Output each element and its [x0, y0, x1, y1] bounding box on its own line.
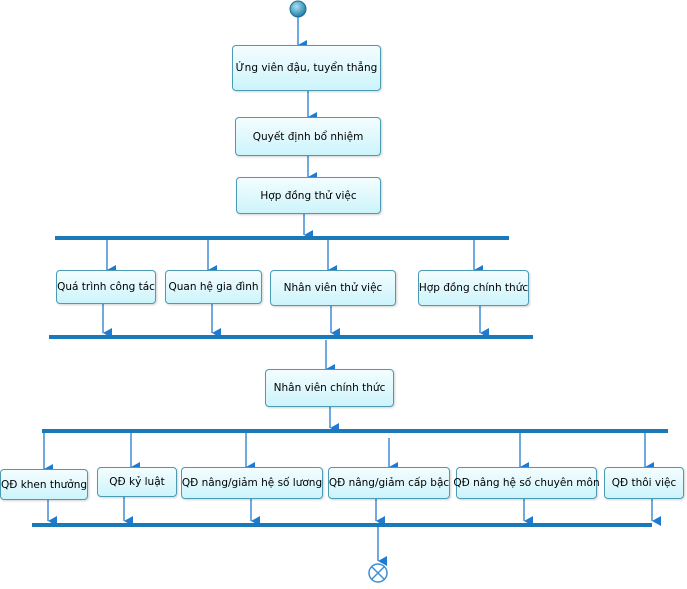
node-nhan-vien-chinh-thuc[interactable]: Nhân viên chính thức: [265, 369, 394, 407]
node-quan-he-label: Quan hệ gia đình: [168, 281, 259, 293]
node-nhan-vien-thu-viec[interactable]: Nhân viên thử việc: [270, 270, 396, 306]
node-qd-thoi-viec-label: QĐ thôi việc: [611, 477, 677, 489]
node-qd-cap-bac[interactable]: QĐ nâng/giảm cấp bậc: [328, 467, 450, 499]
node-quyet-dinh[interactable]: Quyết định bổ nhiệm: [235, 117, 381, 156]
node-qd-ky-luat-label: QĐ kỷ luật: [109, 476, 165, 488]
node-qd-khen-thuong[interactable]: QĐ khen thưởng: [0, 469, 88, 500]
node-hop-dong-thu-viec[interactable]: Hợp đồng thử việc: [236, 177, 381, 214]
node-nhan-vien-chinh-thuc-label: Nhân viên chính thức: [273, 382, 386, 394]
node-qd-chuyen-mon[interactable]: QĐ nâng hệ số chuyên môn: [453, 467, 600, 499]
node-qd-ky-luat[interactable]: QĐ kỷ luật: [97, 467, 177, 497]
join-bar-1: [49, 335, 533, 339]
node-qd-khen-thuong-label: QĐ khen thưởng: [0, 478, 88, 491]
fork-bar-2: [42, 429, 668, 433]
join-bar-2: [32, 523, 652, 527]
node-quyet-dinh-label: Quyết định bổ nhiệm: [252, 130, 364, 143]
node-qua-trinh[interactable]: Quá trình công tác: [56, 270, 156, 304]
node-ung-vien-label: Ứng viên đậu, tuyển thẳng: [235, 62, 378, 74]
node-hop-dong-thu-viec-label: Hợp đồng thử việc: [260, 189, 357, 202]
end-node: [368, 563, 388, 583]
node-qd-thoi-viec[interactable]: QĐ thôi việc: [604, 467, 684, 499]
node-qd-he-so-luong[interactable]: QĐ nâng/giảm hệ số lương: [181, 467, 323, 499]
fork-bar-1: [55, 236, 509, 240]
node-hop-dong-chinh-thuc[interactable]: Hợp đồng chính thức: [418, 270, 529, 306]
node-quan-he[interactable]: Quan hệ gia đình: [165, 270, 262, 304]
node-qd-cap-bac-label: QĐ nâng/giảm cấp bậc: [328, 477, 450, 489]
start-node: [289, 0, 307, 18]
node-qua-trinh-label: Quá trình công tác: [57, 281, 155, 293]
node-qd-chuyen-mon-label: QĐ nâng hệ số chuyên môn: [453, 477, 600, 489]
node-qd-he-so-luong-label: QĐ nâng/giảm hệ số lương: [181, 477, 323, 489]
node-hop-dong-chinh-thuc-label: Hợp đồng chính thức: [418, 282, 529, 294]
node-ung-vien[interactable]: Ứng viên đậu, tuyển thẳng: [232, 45, 381, 91]
node-nhan-vien-thu-viec-label: Nhân viên thử việc: [283, 282, 383, 294]
